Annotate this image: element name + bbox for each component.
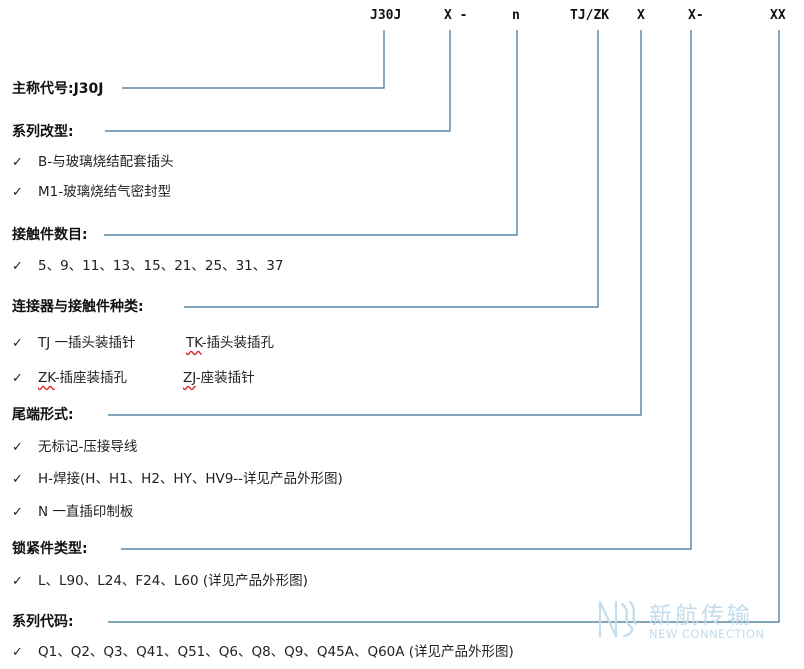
tail-item-n: N 一直插印制板 bbox=[38, 504, 134, 520]
list-item: ✓ 无标记-压接导线 bbox=[12, 435, 137, 455]
list-item: ✓ N 一直插印制板 bbox=[12, 500, 133, 520]
watermark-chinese: 新航传输 bbox=[649, 603, 753, 629]
list-item: TK-插头装插孔 bbox=[186, 331, 274, 351]
list-item: ✓ 5、9、11、13、15、21、25、31、37 bbox=[12, 254, 283, 274]
type-zk-desc: -插座装插孔 bbox=[54, 370, 128, 386]
list-item: ✓ TJ 一插头装插针 bbox=[12, 331, 136, 351]
lock-values: L、L90、L24、F24、L60 (详见产品外形图) bbox=[38, 573, 308, 589]
list-item: ✓ ZK-插座装插孔 bbox=[12, 366, 127, 386]
code-variant: X - bbox=[444, 8, 468, 23]
type-tk-code: TK bbox=[186, 335, 202, 351]
leader-line-contacts bbox=[104, 30, 518, 236]
contacts-values: 5、9、11、13、15、21、25、31、37 bbox=[38, 258, 284, 274]
list-item: ✓ Q1、Q2、Q3、Q41、Q51、Q6、Q8、Q9、Q45A、Q60A (详见… bbox=[12, 640, 514, 660]
leader-line-tail bbox=[108, 30, 642, 416]
code-contacts: n bbox=[512, 8, 520, 23]
leader-line-connector-type bbox=[184, 30, 599, 308]
heading-tail: 尾端形式: bbox=[12, 407, 74, 423]
list-item: ZJ-座装插针 bbox=[183, 366, 255, 386]
type-tk-desc: -插头装插孔 bbox=[201, 335, 275, 351]
check-icon: ✓ bbox=[12, 645, 23, 660]
check-icon: ✓ bbox=[12, 371, 23, 386]
leader-line-main-code bbox=[122, 30, 385, 89]
check-icon: ✓ bbox=[12, 336, 23, 351]
type-zj-desc: -座装插针 bbox=[195, 370, 255, 386]
check-icon: ✓ bbox=[12, 472, 23, 487]
type-zj-code: ZJ bbox=[183, 370, 196, 386]
watermark-logo-icon bbox=[598, 600, 638, 638]
tail-item-none: 无标记-压接导线 bbox=[38, 439, 138, 455]
heading-series-code: 系列代码: bbox=[12, 614, 74, 630]
check-icon: ✓ bbox=[12, 505, 23, 520]
leader-line-variant bbox=[105, 30, 451, 132]
code-lock: X- bbox=[688, 8, 704, 23]
list-item: ✓ B-与玻璃烧结配套插头 bbox=[12, 150, 174, 170]
list-item: ✓ L、L90、L24、F24、L60 (详见产品外形图) bbox=[12, 569, 308, 589]
variant-item-m1: M1-玻璃烧结气密封型 bbox=[38, 184, 172, 200]
code-series: J30J bbox=[370, 8, 402, 23]
check-icon: ✓ bbox=[12, 440, 23, 455]
type-tj: TJ 一插头装插针 bbox=[38, 335, 136, 351]
check-icon: ✓ bbox=[12, 259, 23, 274]
series-code-values: Q1、Q2、Q3、Q41、Q51、Q6、Q8、Q9、Q45A、Q60A (详见产… bbox=[38, 644, 514, 660]
check-icon: ✓ bbox=[12, 185, 23, 200]
heading-lock: 锁紧件类型: bbox=[12, 541, 88, 557]
watermark-english: NEW CONNECTION bbox=[649, 627, 765, 641]
type-zk-code: ZK bbox=[38, 370, 55, 386]
code-type: TJ/ZK bbox=[570, 8, 610, 23]
check-icon: ✓ bbox=[12, 574, 23, 589]
code-tail: X bbox=[637, 8, 645, 23]
check-icon: ✓ bbox=[12, 155, 23, 170]
leader-line-series-code bbox=[108, 30, 780, 623]
list-item: ✓ H-焊接(H、H1、H2、HY、HV9--详见产品外形图) bbox=[12, 467, 343, 487]
heading-connector-type: 连接器与接触件种类: bbox=[12, 299, 144, 315]
leader-line-lock bbox=[121, 30, 692, 550]
heading-main-code: 主称代号:J30J bbox=[12, 81, 104, 97]
code-suffix: XX bbox=[770, 8, 786, 23]
variant-item-b: B-与玻璃烧结配套插头 bbox=[38, 154, 174, 170]
heading-contacts: 接触件数目: bbox=[12, 227, 88, 243]
tail-item-h: H-焊接(H、H1、H2、HY、HV9--详见产品外形图) bbox=[38, 471, 343, 487]
list-item: ✓ M1-玻璃烧结气密封型 bbox=[12, 180, 171, 200]
heading-variant: 系列改型: bbox=[12, 124, 74, 140]
